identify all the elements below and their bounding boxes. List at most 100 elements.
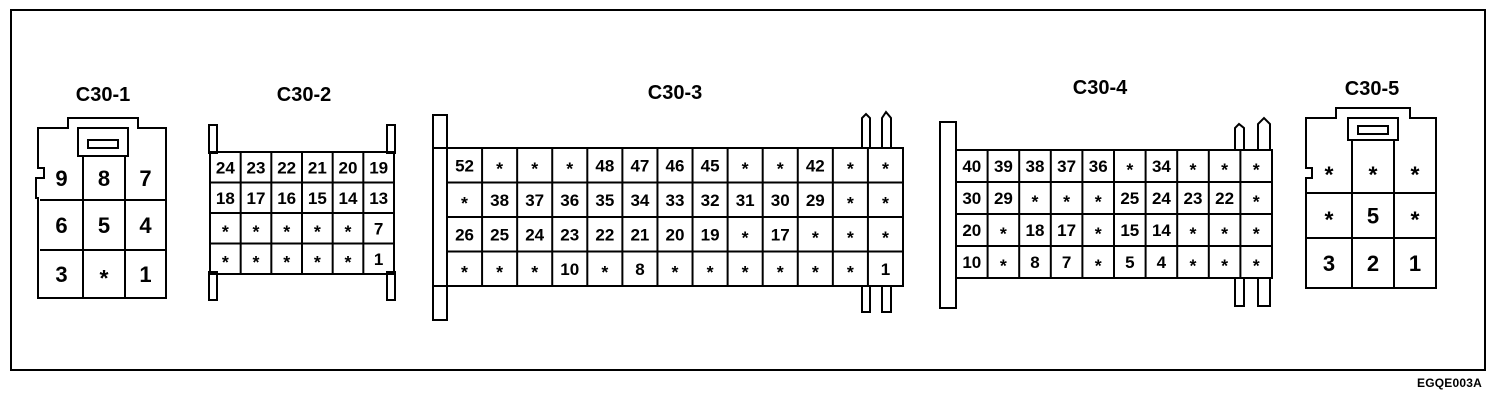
pin-number: 48: [595, 156, 614, 175]
pin-number: 2: [1367, 251, 1379, 276]
pin-number: 3: [55, 262, 67, 287]
pin-number: 37: [1057, 157, 1076, 176]
unused-pin-marker: *: [100, 265, 109, 291]
pin-number: 6: [55, 213, 67, 238]
unused-pin-marker: *: [1095, 255, 1102, 275]
unused-pin-marker: *: [314, 252, 321, 272]
unused-pin-marker: *: [1000, 223, 1007, 243]
pin-number: 42: [806, 156, 825, 175]
connector-label: C30-5: [1345, 78, 1399, 100]
pin-number: 17: [1057, 221, 1076, 240]
pin-number: 22: [595, 225, 614, 244]
side-rail: [386, 271, 396, 301]
pin-number: 8: [98, 166, 110, 191]
pin-number: 23: [560, 225, 579, 244]
unused-pin-marker: *: [1095, 191, 1102, 211]
figure-reference-code: EGQE003A: [1417, 376, 1482, 390]
pin-number: 19: [369, 158, 388, 177]
connector-label: C30-3: [648, 82, 702, 104]
pin-number: 30: [771, 191, 790, 210]
pin-number: 15: [308, 189, 327, 208]
pin-number: 21: [630, 225, 649, 244]
unused-pin-marker: *: [1190, 223, 1197, 243]
pin-number: 4: [139, 213, 152, 238]
unused-pin-marker: *: [672, 262, 679, 282]
pin-number: 8: [1030, 253, 1039, 272]
pin-number: 1: [139, 262, 151, 287]
unused-pin-marker: *: [461, 193, 468, 213]
unused-pin-marker: *: [566, 159, 573, 179]
unused-pin-marker: *: [531, 159, 538, 179]
unused-pin-marker: *: [847, 159, 854, 179]
latch: [77, 127, 129, 157]
unused-pin-marker: *: [1095, 223, 1102, 243]
unused-pin-marker: *: [601, 262, 608, 282]
pin-number: 14: [1152, 221, 1171, 240]
pin-number: 15: [1120, 221, 1139, 240]
connector-c30-5: C30-5: [1305, 78, 1437, 289]
pin-number: 34: [630, 191, 649, 210]
pin-number: 25: [1120, 189, 1139, 208]
unused-pin-marker: *: [882, 228, 889, 248]
connector-c30-1: C30-1: [35, 84, 167, 299]
unused-pin-marker: *: [1253, 223, 1260, 243]
unused-pin-marker: *: [222, 252, 229, 272]
unused-pin-marker: *: [882, 193, 889, 213]
unused-pin-marker: *: [742, 228, 749, 248]
pin-number: 14: [339, 189, 358, 208]
pin-number: 1: [374, 250, 383, 269]
unused-pin-marker: *: [1221, 255, 1228, 275]
side-rail: [208, 124, 218, 154]
unused-pin-marker: *: [1126, 159, 1133, 179]
pin-number: 45: [701, 156, 720, 175]
unused-pin-marker: *: [222, 222, 229, 242]
pin-number: 38: [1026, 157, 1045, 176]
pin-number: 4: [1157, 253, 1167, 272]
pin-number: 20: [666, 225, 685, 244]
unused-pin-marker: *: [1411, 162, 1420, 188]
pin-number: 24: [1152, 189, 1171, 208]
connector-housing: [35, 117, 167, 299]
pin-number: 5: [1125, 253, 1134, 272]
pin-number: 32: [701, 191, 720, 210]
pin-number: 10: [560, 260, 579, 279]
unused-pin-marker: *: [1032, 191, 1039, 211]
unused-pin-marker: *: [345, 222, 352, 242]
unused-pin-marker: *: [1190, 255, 1197, 275]
pin-number: 3: [1323, 251, 1335, 276]
unused-pin-marker: *: [345, 252, 352, 272]
pin-number: 35: [595, 191, 614, 210]
unused-pin-marker: *: [1325, 162, 1334, 188]
unused-pin-marker: *: [777, 159, 784, 179]
unused-pin-marker: *: [882, 159, 889, 179]
pin-number: 16: [277, 189, 296, 208]
latch-slot: [87, 139, 119, 149]
unused-pin-marker: *: [742, 262, 749, 282]
unused-pin-marker: *: [461, 262, 468, 282]
pin-number: 36: [1089, 157, 1108, 176]
unused-pin-marker: *: [253, 252, 260, 272]
pin-number: 13: [369, 189, 388, 208]
connector-label: C30-2: [277, 84, 331, 106]
connector-label: C30-1: [76, 84, 130, 106]
pin-number: 17: [247, 189, 266, 208]
connector-housing: [1305, 107, 1437, 289]
unused-pin-marker: *: [1190, 159, 1197, 179]
unused-pin-marker: *: [1325, 207, 1334, 233]
unused-pin-marker: *: [283, 222, 290, 242]
side-rail: [386, 124, 396, 154]
pin-number: 22: [1215, 189, 1234, 208]
unused-pin-marker: *: [1411, 207, 1420, 233]
pin-number: 39: [994, 157, 1013, 176]
pin-number: 24: [216, 158, 235, 177]
unused-pin-marker: *: [812, 228, 819, 248]
side-rail: [208, 271, 218, 301]
pin-number: 25: [490, 225, 509, 244]
pin-number: 21: [308, 158, 327, 177]
pin-number: 26: [455, 225, 474, 244]
pin-number: 17: [771, 225, 790, 244]
pin-number: 7: [1062, 253, 1071, 272]
unused-pin-marker: *: [314, 222, 321, 242]
unused-pin-marker: *: [1253, 191, 1260, 211]
unused-pin-marker: *: [283, 252, 290, 272]
